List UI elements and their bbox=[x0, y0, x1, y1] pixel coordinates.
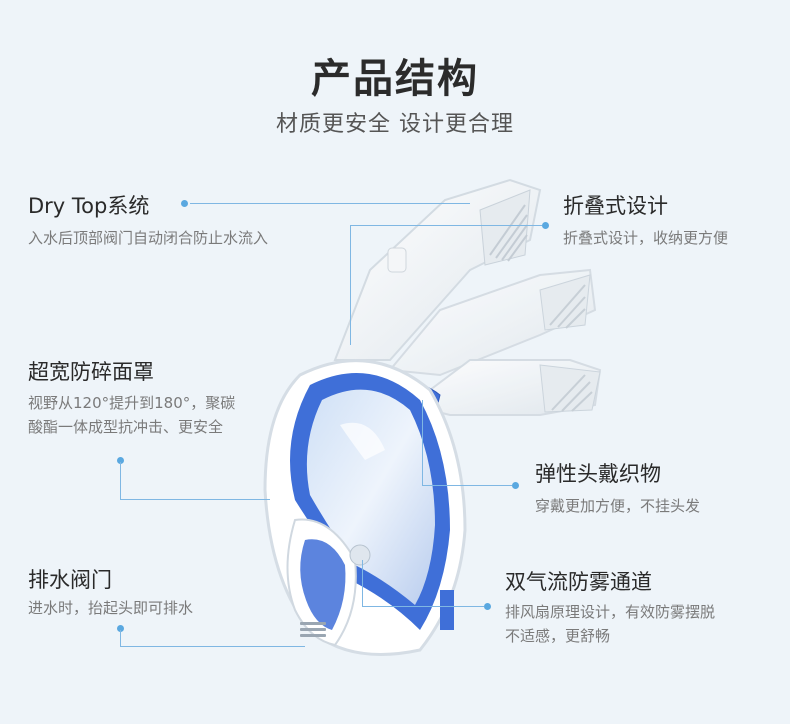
dual-airflow-marker bbox=[484, 603, 491, 610]
dry-top-desc: 入水后顶部阀门自动闭合防止水流入 bbox=[28, 229, 269, 247]
wide-mask-title: 超宽防碎面罩 bbox=[28, 360, 154, 384]
dual-airflow-title: 双气流防雾通道 bbox=[505, 570, 652, 594]
foldable-desc: 折叠式设计，收纳更方便 bbox=[563, 229, 729, 247]
dual-airflow-leader bbox=[362, 606, 484, 607]
foldable-marker bbox=[542, 222, 549, 229]
dual-airflow-desc-2: 不适感，更舒畅 bbox=[505, 627, 611, 645]
foldable-leader-vertical bbox=[350, 225, 351, 345]
wide-mask-desc-2: 酸酯一体成型抗冲击、更安全 bbox=[28, 418, 224, 436]
dual-airflow-desc-1: 排风扇原理设计，有效防雾摆脱 bbox=[505, 603, 716, 621]
dry-top-title: Dry Top系统 bbox=[28, 194, 150, 218]
strap-leader bbox=[422, 485, 512, 486]
dry-top-leader bbox=[190, 203, 470, 204]
snorkel-tube-bottom bbox=[407, 359, 602, 416]
strap-desc: 穿戴更加方便，不挂头发 bbox=[535, 497, 701, 515]
snorkel-mask-illustration bbox=[263, 178, 602, 656]
strap-title: 弹性头戴织物 bbox=[535, 462, 661, 486]
drain-valve-leader bbox=[120, 646, 305, 647]
drain-valve-marker bbox=[117, 625, 124, 632]
wide-mask-leader bbox=[120, 499, 270, 500]
strap-leader-vertical bbox=[422, 400, 423, 485]
drain-grille bbox=[300, 622, 326, 637]
strap-marker bbox=[512, 482, 519, 489]
snorkel-tube-middle bbox=[388, 268, 597, 377]
valve-icon bbox=[349, 544, 371, 566]
page-subtitle: 材质更安全 设计更合理 bbox=[276, 112, 514, 137]
wide-mask-marker bbox=[117, 457, 124, 464]
drain-valve-desc: 进水时，抬起头即可排水 bbox=[28, 599, 194, 617]
foldable-leader bbox=[350, 225, 542, 226]
drain-valve-title: 排水阀门 bbox=[28, 568, 112, 592]
dry-top-marker bbox=[181, 200, 188, 207]
dual-airflow-leader-vertical bbox=[362, 560, 363, 606]
wide-mask-leader-vertical bbox=[120, 462, 121, 499]
wide-mask-desc-1: 视野从120°提升到180°，聚碳 bbox=[28, 394, 236, 412]
foldable-title: 折叠式设计 bbox=[563, 194, 668, 218]
page-title: 产品结构 bbox=[311, 56, 479, 102]
drain-valve-leader-vertical bbox=[120, 630, 121, 646]
mask-body bbox=[263, 359, 467, 656]
